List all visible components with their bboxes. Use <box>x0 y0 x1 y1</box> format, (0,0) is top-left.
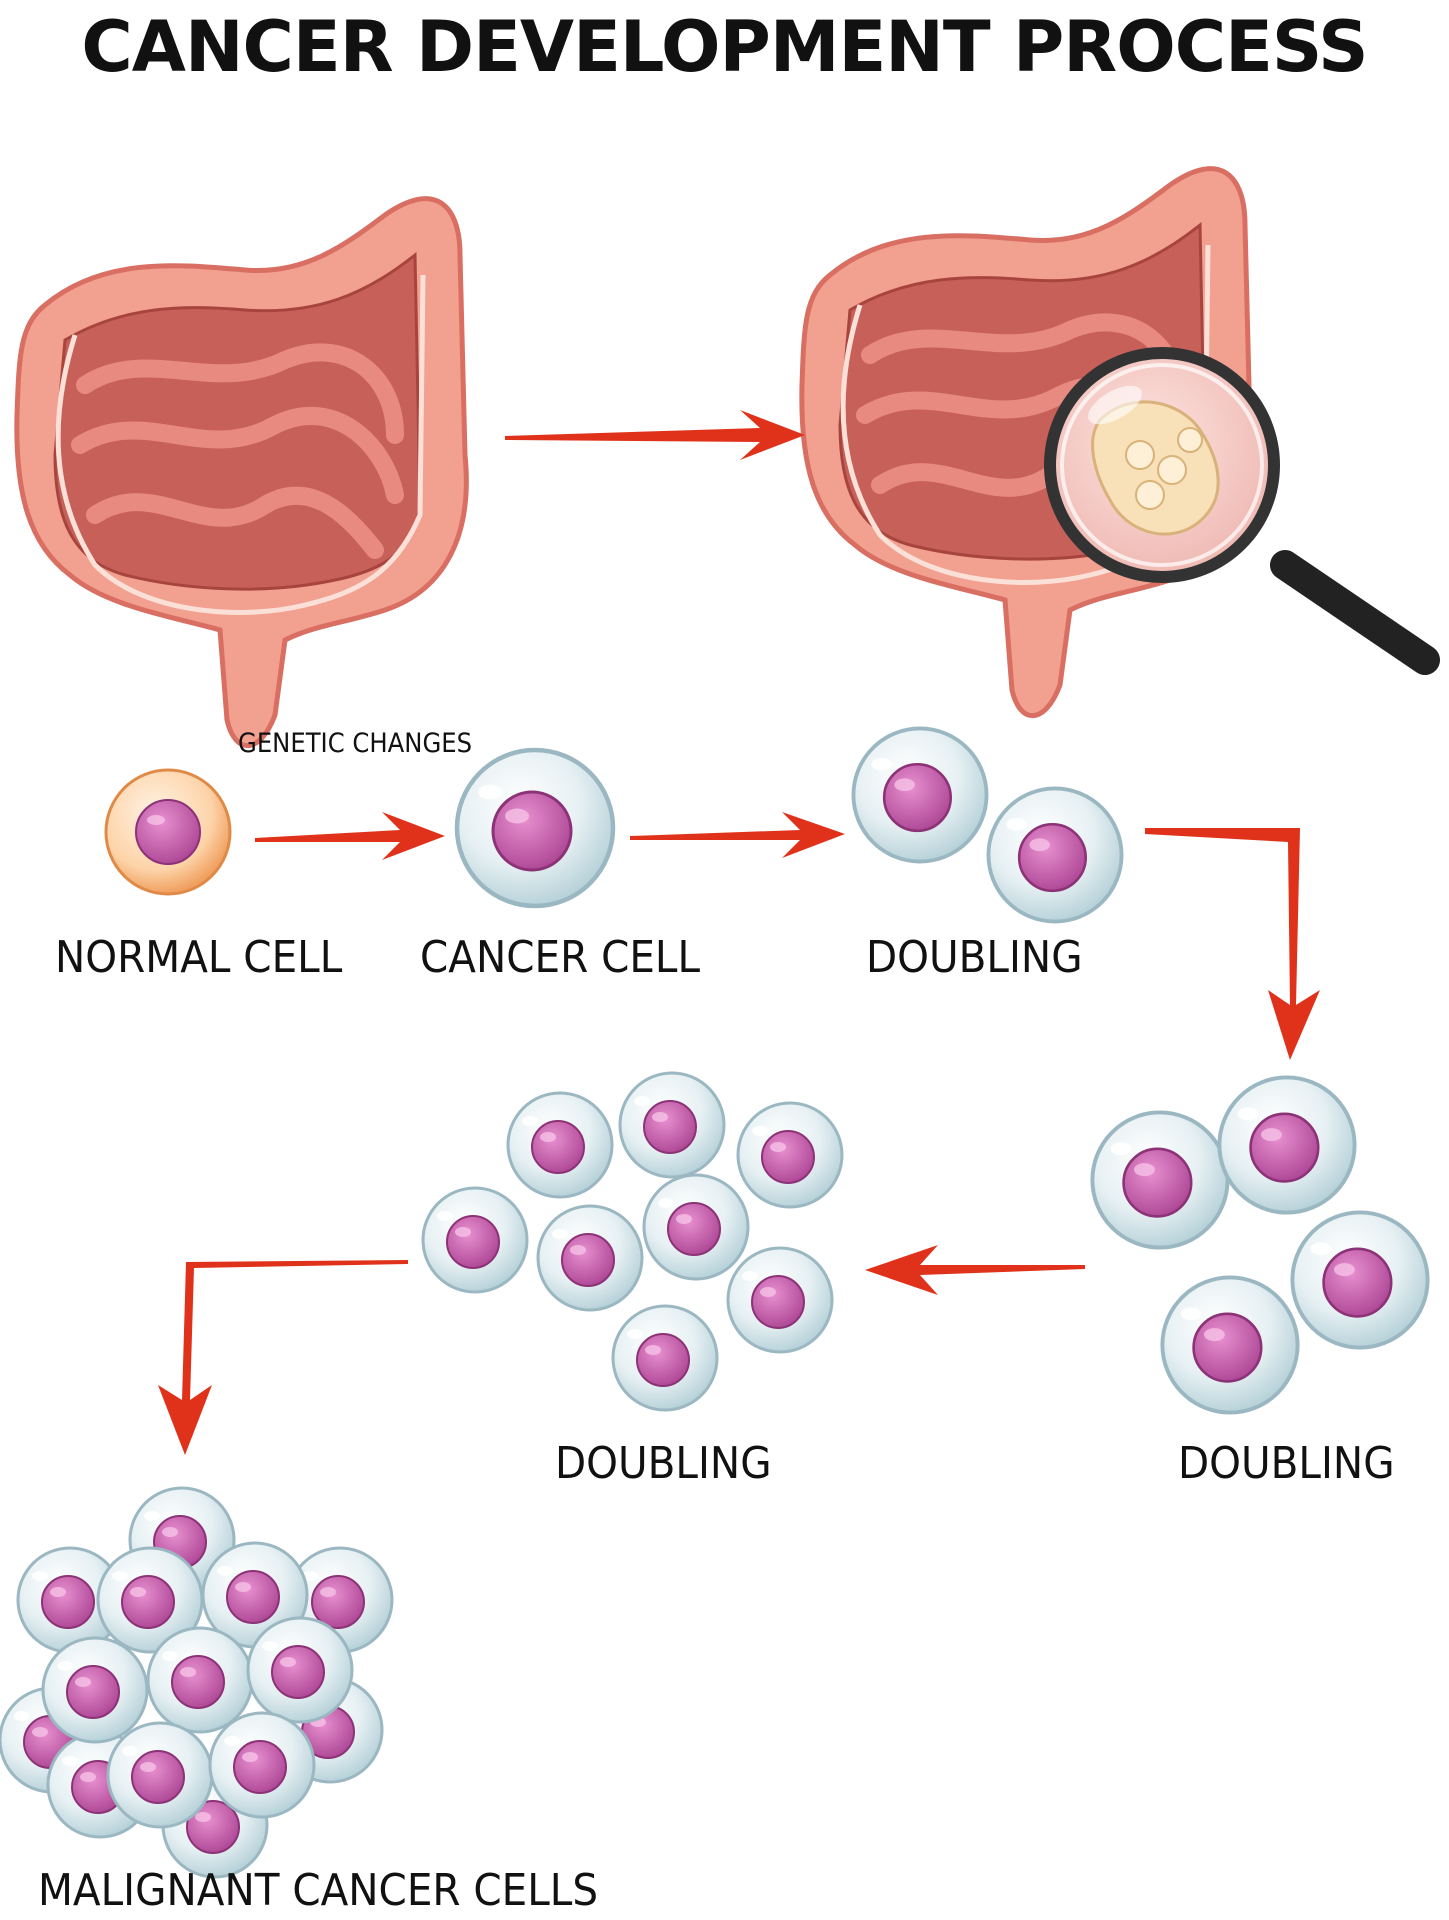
arrow-normal-to-cancer <box>255 812 445 860</box>
arrow-down-to-malignant <box>158 1260 408 1455</box>
arrow-doubling-down <box>1145 828 1320 1060</box>
doubling-label-1: DOUBLING <box>866 932 1083 983</box>
page-title: CANCER DEVELOPMENT PROCESS <box>81 6 1368 88</box>
arrows <box>158 410 1320 1455</box>
magnifying-glass-icon <box>1044 347 1440 675</box>
cancer-cell-icon <box>457 750 613 906</box>
genetic-changes-label: GENETIC CHANGES <box>238 728 473 759</box>
normal-cell-icon <box>104 768 232 896</box>
doubling-label-3: DOUBLING <box>1178 1438 1395 1489</box>
doubling-cells-4 <box>1090 1075 1430 1415</box>
doubling-label-2: DOUBLING <box>555 1438 772 1489</box>
normal-cell-label: NORMAL CELL <box>55 932 343 983</box>
doubling-cells-8 <box>421 1071 844 1412</box>
malignant-cells-cluster <box>0 1486 394 1879</box>
healthy-intestine-icon <box>17 199 467 746</box>
arrow-cancer-to-doubling <box>630 812 845 858</box>
malignant-cells-label: MALIGNANT CANCER CELLS <box>38 1865 599 1916</box>
cancer-cell-label: CANCER CELL <box>420 932 701 983</box>
arrow-right-to-left <box>865 1245 1085 1295</box>
doubling-cells-2 <box>851 726 1124 924</box>
arrow-intestine <box>505 410 805 460</box>
